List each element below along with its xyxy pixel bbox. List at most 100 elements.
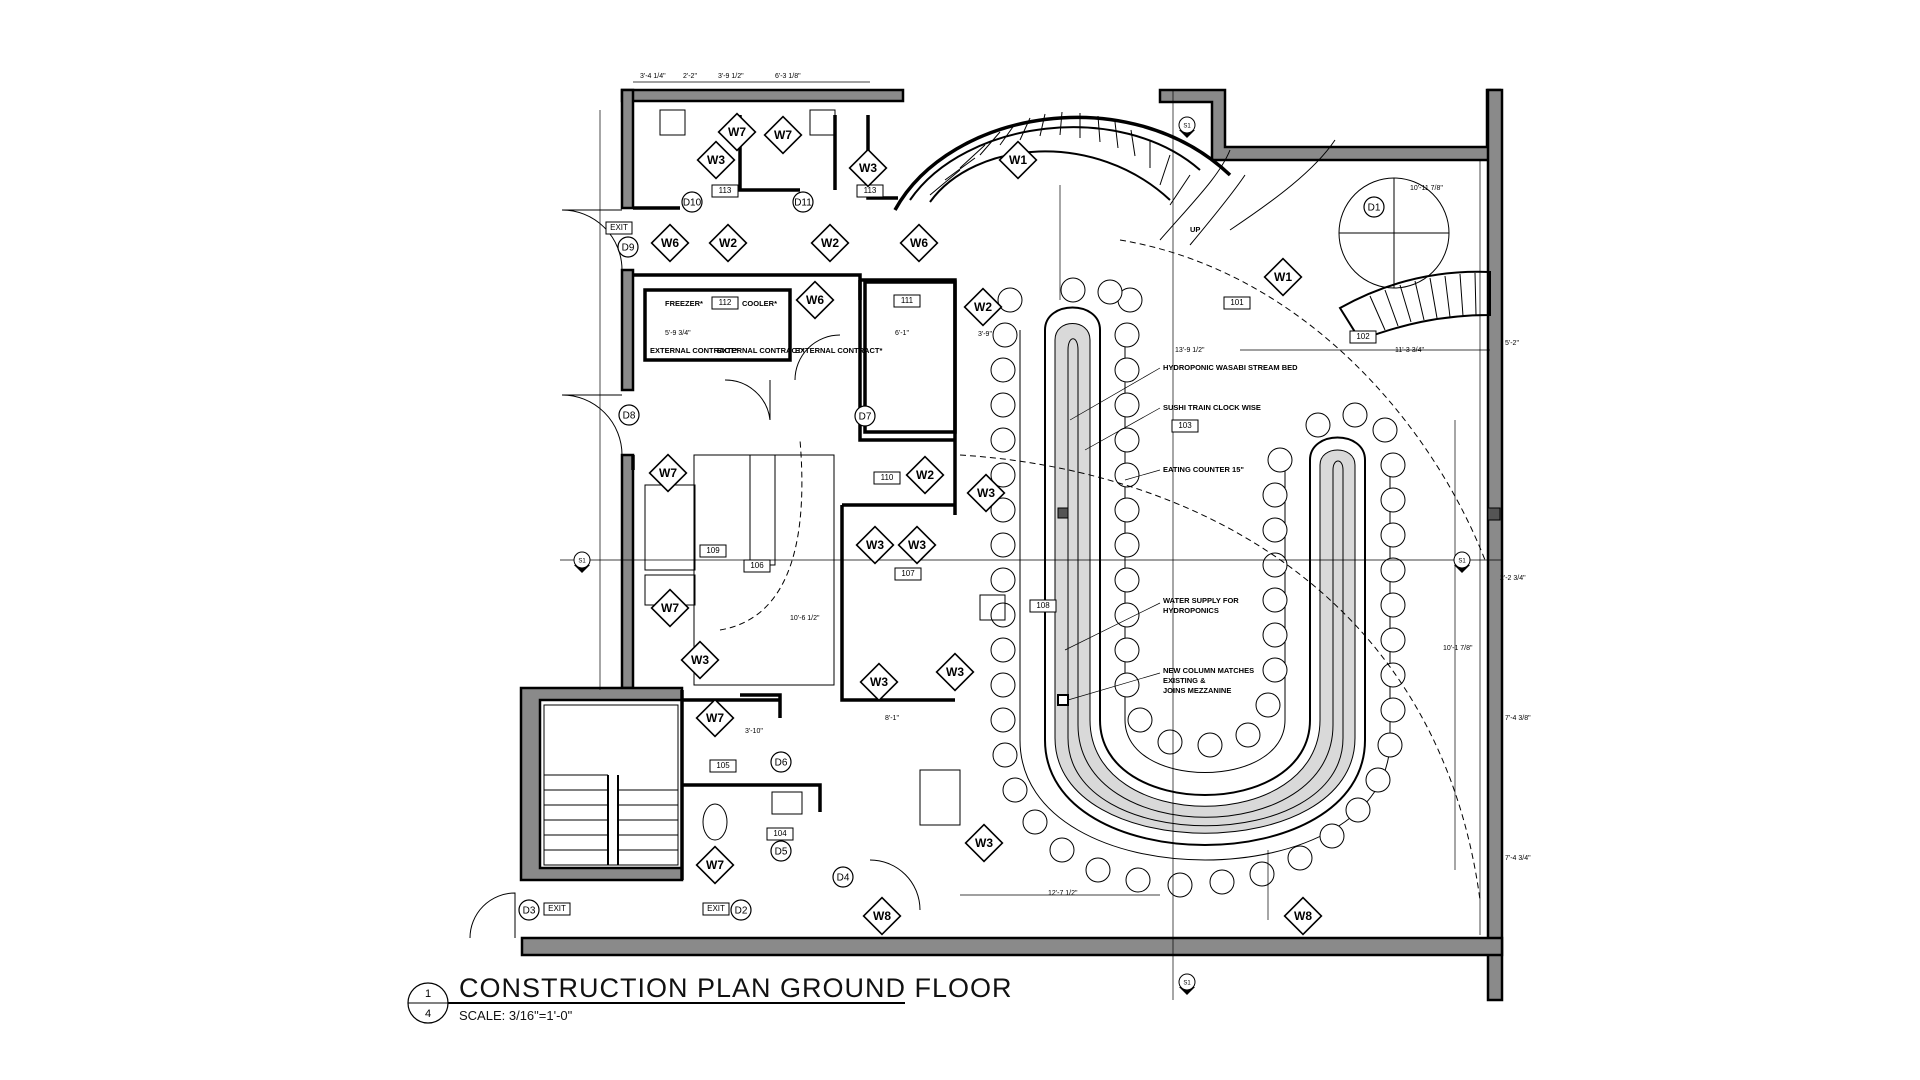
kitchen-fixtures — [644, 109, 1006, 841]
title-block: 1 4 CONSTRUCTION PLAN GROUND FLOOR SCALE… — [407, 973, 1012, 1024]
wall-tag-w3: W3 — [680, 640, 720, 680]
note-eating-counter: EATING COUNTER 15" — [1163, 465, 1244, 474]
door-tag-d6: D6 — [770, 751, 792, 773]
door-tag-d2: D2 — [730, 899, 752, 921]
wall-tag-w3: W3 — [935, 652, 975, 692]
svg-text:3'-10": 3'-10" — [745, 728, 763, 735]
svg-text:W6: W6 — [806, 293, 824, 307]
room-113-a: 113 — [711, 184, 739, 198]
curved-stair: UP — [893, 111, 1491, 342]
svg-text:101: 101 — [1230, 298, 1244, 307]
section-mark: S1 — [573, 551, 591, 573]
exit-signs: EXIT EXIT EXIT — [543, 221, 730, 916]
note-water-supply-1: WATER SUPPLY FOR — [1163, 596, 1239, 605]
wall-tag-w2: W2 — [810, 223, 850, 263]
svg-text:3'-9 1/2": 3'-9 1/2" — [718, 73, 744, 80]
wall-tag-w1: W1 — [1263, 257, 1303, 297]
section-mark: S1 — [1178, 116, 1196, 138]
plan-scale: SCALE: 3/16"=1'-0" — [459, 1008, 573, 1023]
svg-text:6'-3 1/8": 6'-3 1/8" — [775, 73, 801, 80]
svg-text:D6: D6 — [775, 758, 788, 769]
note-column-3: JOINS MEZZANINE — [1163, 686, 1231, 695]
wall-tag-w3: W3 — [696, 140, 736, 180]
svg-text:D7: D7 — [859, 412, 872, 423]
svg-text:7'-4 3/4": 7'-4 3/4" — [1505, 855, 1531, 862]
svg-text:D3: D3 — [523, 906, 536, 917]
svg-text:W7: W7 — [728, 125, 746, 139]
svg-text:S1: S1 — [1183, 124, 1191, 130]
note-column-2: EXISTING & — [1163, 676, 1206, 685]
exit-sign-2: EXIT — [548, 904, 566, 913]
wall-tag-w7: W7 — [717, 112, 757, 152]
wall-tag-w2: W2 — [708, 223, 748, 263]
door-tag-d7: D7 — [854, 405, 876, 427]
svg-text:105: 105 — [716, 761, 730, 770]
svg-text:10'-6 1/2": 10'-6 1/2" — [790, 615, 820, 622]
svg-text:W7: W7 — [706, 711, 724, 725]
svg-text:11'-3 3/4": 11'-3 3/4" — [1395, 347, 1425, 354]
svg-text:W3: W3 — [908, 538, 926, 552]
wall-tag-w3: W3 — [855, 525, 895, 565]
wall-tag-w3: W3 — [859, 662, 899, 702]
svg-text:110: 110 — [881, 473, 894, 482]
stair-up-label: UP — [1190, 225, 1200, 234]
room-112: 112 — [711, 296, 739, 310]
svg-text:W7: W7 — [659, 466, 677, 480]
svg-text:W8: W8 — [1294, 909, 1312, 923]
wall-tag-w6: W6 — [795, 280, 835, 320]
svg-text:10'-1 7/8": 10'-1 7/8" — [1443, 645, 1473, 652]
svg-text:W2: W2 — [821, 236, 839, 250]
svg-text:D10: D10 — [683, 198, 702, 209]
section-mark: S1 — [1178, 973, 1196, 995]
svg-text:S1: S1 — [1458, 559, 1466, 565]
svg-text:S1: S1 — [1183, 981, 1191, 987]
door-tag-d4: D4 — [832, 866, 854, 888]
note-cooler: COOLER* — [742, 299, 777, 308]
wall-tag-w6: W6 — [650, 223, 690, 263]
wall-tag-w7: W7 — [695, 698, 735, 738]
wall-tag-w6: W6 — [899, 223, 939, 263]
svg-text:104: 104 — [773, 829, 787, 838]
note-column-1: NEW COLUMN MATCHES — [1163, 666, 1254, 675]
svg-text:W7: W7 — [661, 601, 679, 615]
wall-tag-w7: W7 — [650, 588, 690, 628]
svg-text:W7: W7 — [706, 858, 724, 872]
door-swings — [469, 209, 921, 939]
svg-text:D5: D5 — [775, 847, 788, 858]
svg-text:10'-11 7/8": 10'-11 7/8" — [1410, 185, 1443, 192]
wall-tag-w3: W3 — [848, 148, 888, 188]
room-103: 103 — [1171, 419, 1199, 433]
svg-text:W3: W3 — [859, 161, 877, 175]
wall-tag-w7: W7 — [763, 115, 803, 155]
door-tag-d9: D9 — [617, 236, 639, 258]
svg-text:D4: D4 — [837, 873, 850, 884]
svg-text:107: 107 — [901, 569, 915, 578]
dimension-lines — [599, 81, 1490, 935]
door-tag-d8: D8 — [618, 404, 640, 426]
wall-tag-w2: W2 — [905, 455, 945, 495]
sheet-number: 4 — [425, 1008, 431, 1020]
note-hydroponic: HYDROPONIC WASABI STREAM BED — [1163, 363, 1298, 372]
bar-stools — [990, 277, 1406, 898]
svg-text:W1: W1 — [1009, 153, 1027, 167]
bench-slats — [1369, 272, 1477, 331]
wall-tag-w7: W7 — [648, 453, 688, 493]
svg-text:W3: W3 — [870, 675, 888, 689]
door-tag-d3: D3 — [518, 899, 540, 921]
dimension-texts: 3'-4 1/4" 2'-2" 3'-9 1/2" 6'-3 1/8" 13'-… — [640, 73, 1531, 897]
room-113-b: 113 — [856, 184, 884, 198]
stair-treads — [929, 111, 1191, 206]
svg-text:W2: W2 — [974, 300, 992, 314]
room-102: 102 — [1349, 330, 1377, 344]
svg-text:W3: W3 — [866, 538, 884, 552]
svg-text:D2: D2 — [735, 906, 748, 917]
svg-text:108: 108 — [1036, 601, 1050, 610]
svg-text:8'-1": 8'-1" — [885, 715, 899, 722]
room-110: 110 — [873, 471, 901, 485]
wall-tag-w1: W1 — [998, 140, 1038, 180]
note-ext-contract-1: EXTERNAL CONTRACT* — [650, 346, 737, 355]
svg-text:109: 109 — [706, 546, 720, 555]
